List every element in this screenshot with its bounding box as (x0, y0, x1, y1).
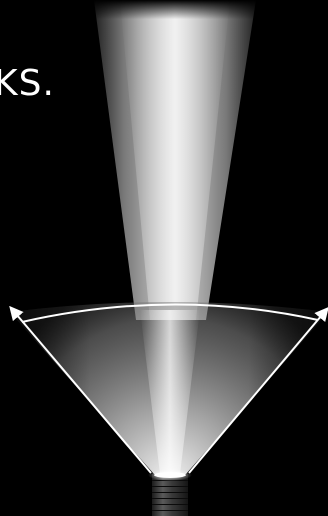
spot-beam (90, 0, 260, 320)
lens (154, 472, 186, 478)
flashlight-icon (148, 469, 192, 516)
flood-beam (10, 302, 328, 474)
cropped-headline-text: KS. (0, 66, 55, 102)
